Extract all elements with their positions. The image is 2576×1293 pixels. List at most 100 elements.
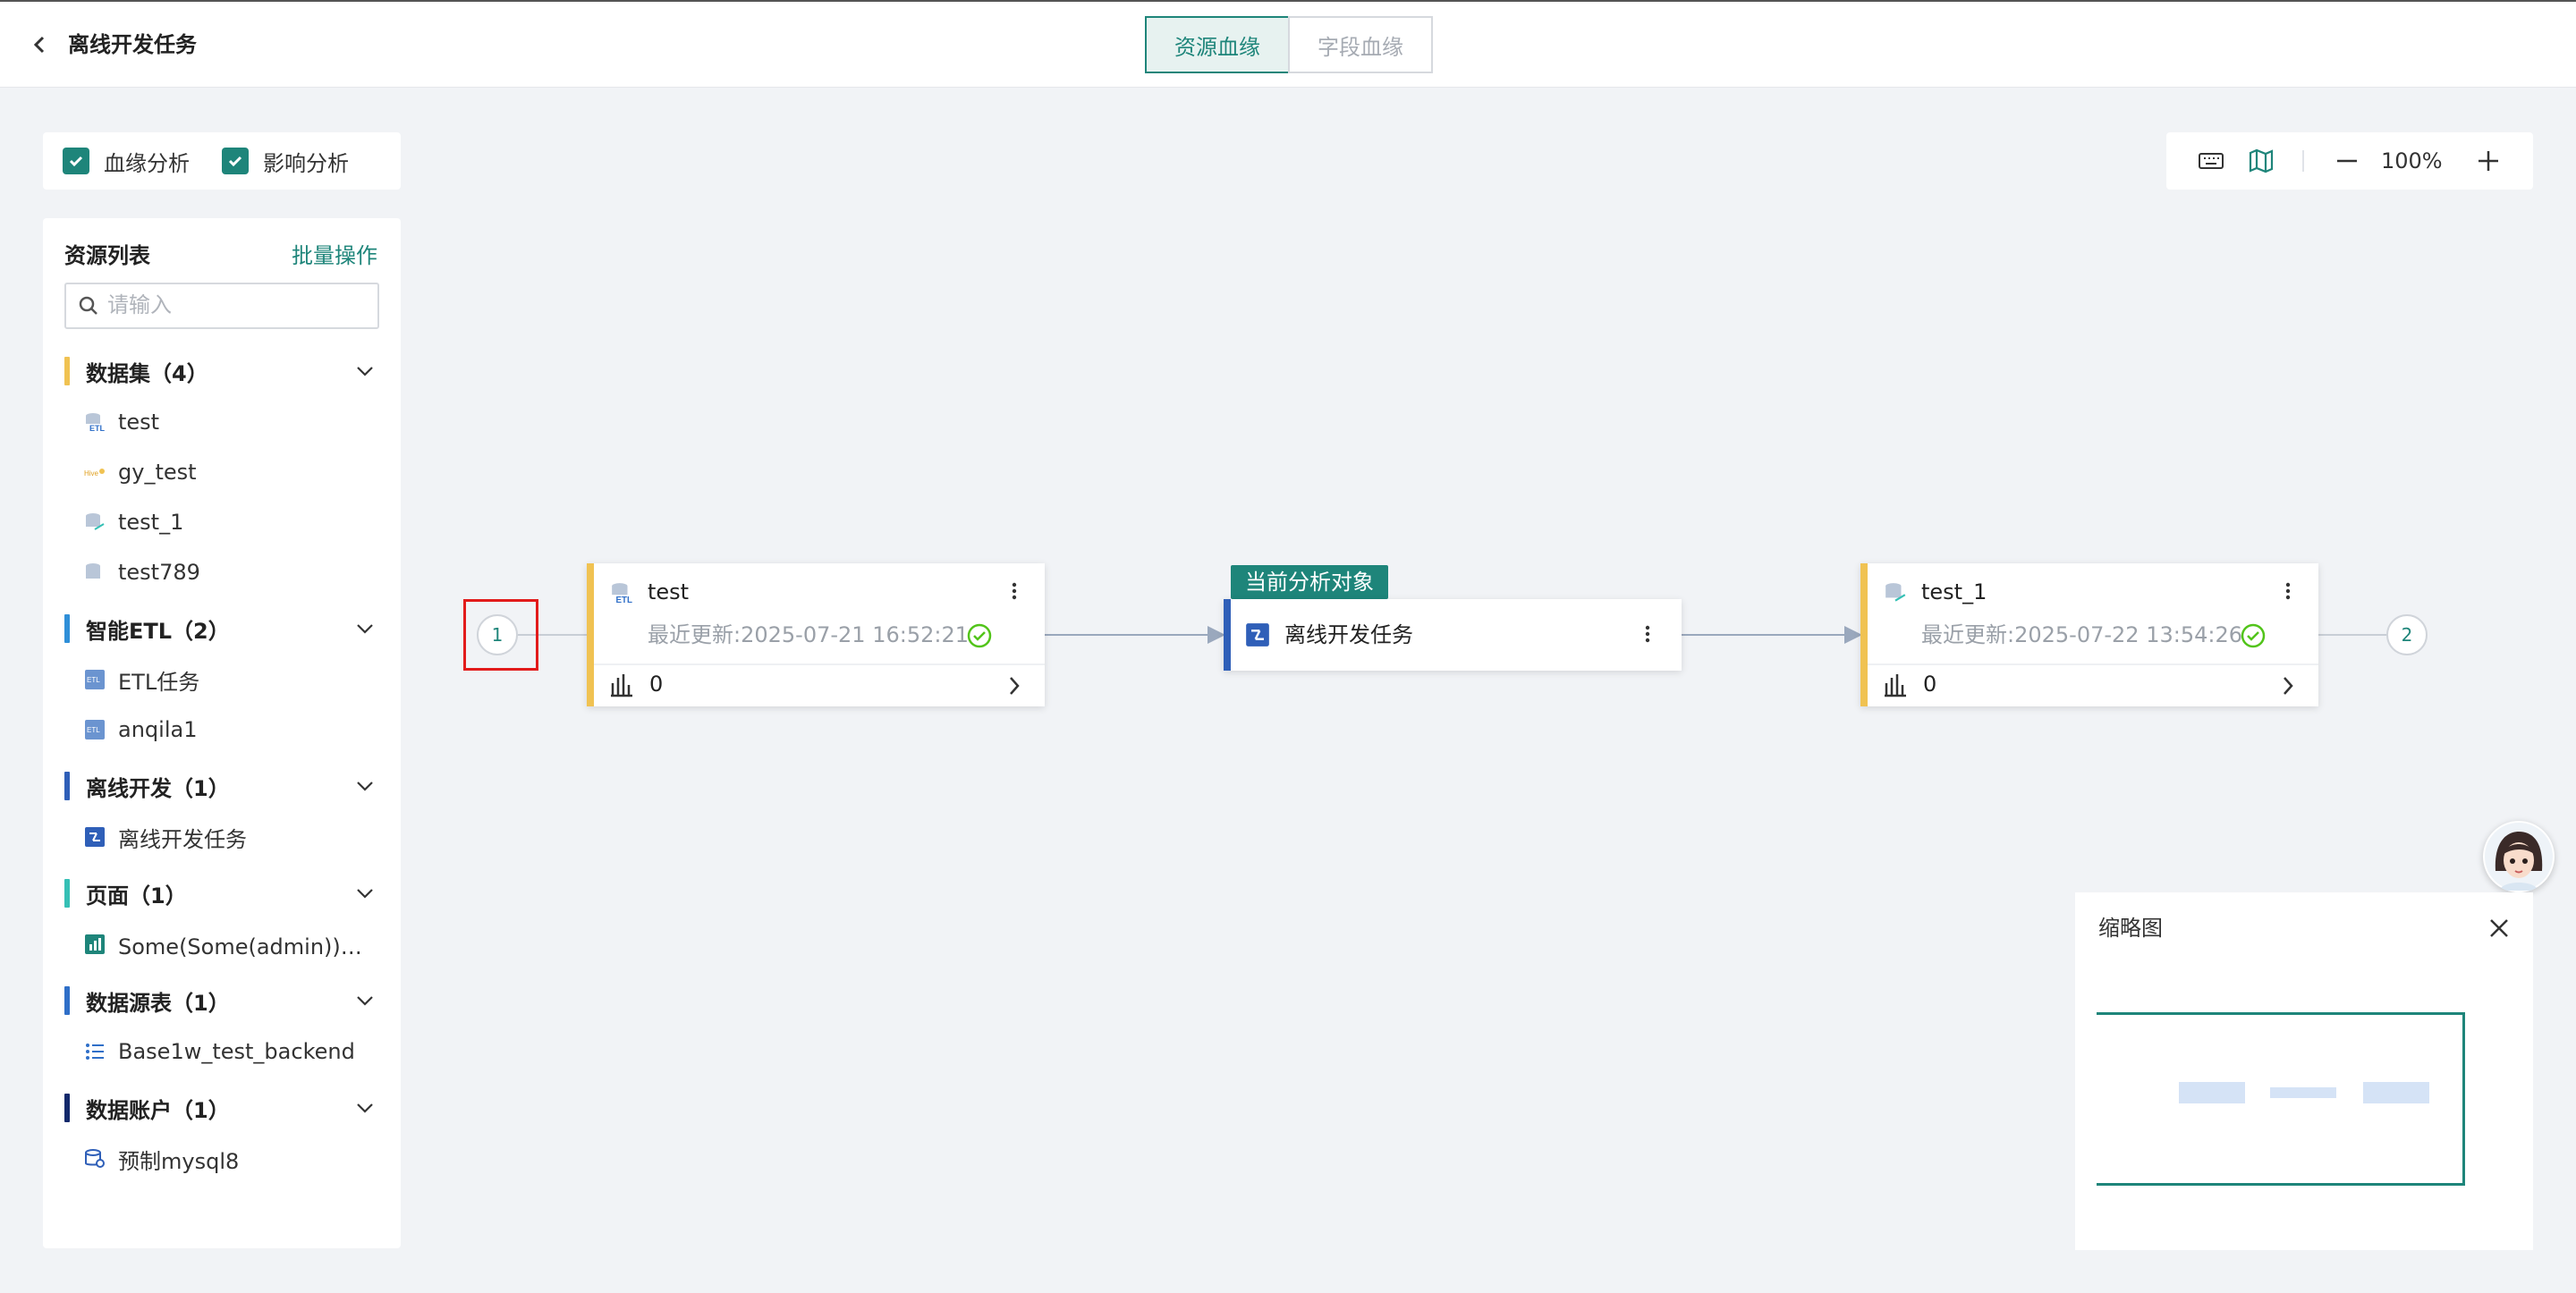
list-item[interactable]: ETL ETL任务 <box>84 662 379 697</box>
offline-task-icon <box>85 827 105 847</box>
list-item[interactable]: Hive gy_test <box>84 454 379 490</box>
hive-icon: Hive <box>84 469 105 477</box>
dataset-icon <box>86 563 100 579</box>
success-check-icon <box>967 623 992 648</box>
success-check-icon <box>2241 623 2266 648</box>
node-divider <box>1868 663 2318 665</box>
node-name: test <box>648 579 690 604</box>
impact-analysis-checkbox[interactable]: 影响分析 <box>222 146 349 177</box>
checkbox-checked-icon <box>63 148 89 174</box>
item-label: ETL任务 <box>118 669 200 695</box>
chevron-down-icon[interactable] <box>354 618 376 639</box>
batch-operation-link[interactable]: 批量操作 <box>292 243 377 268</box>
lineage-node-test[interactable]: ETL test 最近更新:2025-07-21 16:52:21 0 <box>587 563 1045 706</box>
search-input[interactable] <box>107 293 358 318</box>
etl-dataset-icon: ETL <box>86 413 106 433</box>
minimap-node <box>2270 1087 2336 1098</box>
keyboard-icon[interactable] <box>2197 147 2225 175</box>
map-icon[interactable] <box>2247 147 2275 175</box>
downstream-expand-count[interactable]: 2 <box>2386 614 2428 655</box>
chevron-left-icon[interactable] <box>27 27 54 63</box>
chevron-down-icon[interactable] <box>354 775 376 797</box>
group-smart-etl[interactable]: 智能ETL（2） <box>64 611 379 646</box>
highlight-box <box>463 599 538 671</box>
lineage-node-test-1[interactable]: test_1 最近更新:2025-07-22 13:54:26 0 <box>1860 563 2318 706</box>
offline-task-icon <box>1246 623 1269 646</box>
avatar-icon <box>2485 823 2553 891</box>
current-analysis-label: 当前分析对象 <box>1231 565 1388 599</box>
group-title: 离线开发（1） <box>86 775 230 801</box>
panel-title: 资源列表 <box>64 243 150 268</box>
list-item[interactable]: test_1 <box>84 504 379 540</box>
node-updated-time: 最近更新:2025-07-22 13:54:26 <box>1921 622 2242 647</box>
node-divider <box>594 663 1045 665</box>
list-item[interactable]: ETL anqila1 <box>84 712 379 748</box>
node-color-bar <box>1224 599 1231 671</box>
node-name: 离线开发任务 <box>1284 622 1413 647</box>
group-title: 智能ETL（2） <box>86 618 230 644</box>
minimap-panel: 缩略图 <box>2075 892 2533 1250</box>
zoom-out-icon[interactable] <box>2333 147 2361 175</box>
group-color-bar <box>64 772 70 800</box>
svg-text:ETL: ETL <box>87 676 100 684</box>
node-count: 0 <box>649 672 664 697</box>
toolbar-divider <box>2302 150 2304 172</box>
lineage-analysis-label: 血缘分析 <box>104 150 190 176</box>
bar-chart-icon <box>1885 674 1906 697</box>
svg-text:ETL: ETL <box>89 424 106 433</box>
item-label: Some(Some(admin))的... <box>118 934 379 959</box>
dataset-icon <box>1885 583 1906 602</box>
analysis-options: 血缘分析 影响分析 <box>43 132 401 190</box>
search-icon <box>79 296 97 315</box>
more-vertical-icon[interactable] <box>2281 578 2295 604</box>
chevron-down-icon[interactable] <box>354 990 376 1011</box>
more-vertical-icon[interactable] <box>1640 621 1655 647</box>
lineage-node-current[interactable]: 离线开发任务 <box>1224 599 1682 671</box>
list-item[interactable]: Some(Some(admin))的... <box>84 926 379 962</box>
chevron-right-icon[interactable] <box>1005 672 1023 699</box>
group-source-tables[interactable]: 数据源表（1） <box>64 983 379 1018</box>
lineage-analysis-checkbox[interactable]: 血缘分析 <box>63 146 190 177</box>
group-title: 数据源表（1） <box>86 990 230 1016</box>
search-box <box>64 283 379 329</box>
impact-analysis-label: 影响分析 <box>263 150 349 176</box>
item-label: 预制mysql8 <box>118 1148 240 1174</box>
list-item[interactable]: ETL test <box>84 404 379 440</box>
list-item[interactable]: test789 <box>84 554 379 590</box>
group-dataset[interactable]: 数据集（4） <box>64 353 379 389</box>
bar-chart-icon <box>611 674 632 697</box>
list-item[interactable]: 离线开发任务 <box>84 819 379 855</box>
group-data-accounts[interactable]: 数据账户（1） <box>64 1090 379 1126</box>
etl-icon: ETL <box>85 670 105 689</box>
chevron-down-icon[interactable] <box>354 360 376 382</box>
tab-resource-lineage[interactable]: 资源血缘 <box>1145 16 1290 73</box>
etl-dataset-icon: ETL <box>612 583 632 604</box>
minimap-title: 缩略图 <box>2098 916 2163 941</box>
chevron-down-icon[interactable] <box>354 1097 376 1119</box>
minimap-node <box>2363 1082 2429 1103</box>
tab-field-lineage[interactable]: 字段血缘 <box>1288 16 1433 73</box>
page-title: 离线开发任务 <box>68 32 197 57</box>
group-color-bar <box>64 357 70 385</box>
list-item[interactable]: 预制mysql8 <box>84 1141 379 1177</box>
close-icon[interactable] <box>2487 916 2512 941</box>
item-label: test <box>118 410 160 435</box>
chevron-right-icon[interactable] <box>2279 672 2297 699</box>
dataset-icon <box>86 513 105 530</box>
node-color-bar <box>1860 563 1868 706</box>
node-count: 0 <box>1923 672 1937 697</box>
assistant-avatar[interactable] <box>2483 821 2555 892</box>
group-offline-dev[interactable]: 离线开发（1） <box>64 768 379 804</box>
upstream-expand-count[interactable]: 1 <box>477 614 518 655</box>
item-label: test_1 <box>118 510 184 535</box>
item-label: 离线开发任务 <box>118 826 247 852</box>
checkbox-checked-icon <box>222 148 249 174</box>
list-item[interactable]: Base1w_test_backend <box>84 1034 379 1069</box>
zoom-in-icon[interactable] <box>2474 147 2503 175</box>
minimap-viewport[interactable] <box>2097 1012 2465 1186</box>
chevron-down-icon[interactable] <box>354 883 376 904</box>
item-label: anqila1 <box>118 717 198 742</box>
more-vertical-icon[interactable] <box>1007 578 1021 604</box>
group-pages[interactable]: 页面（1） <box>64 875 379 911</box>
svg-text:ETL: ETL <box>616 596 632 604</box>
